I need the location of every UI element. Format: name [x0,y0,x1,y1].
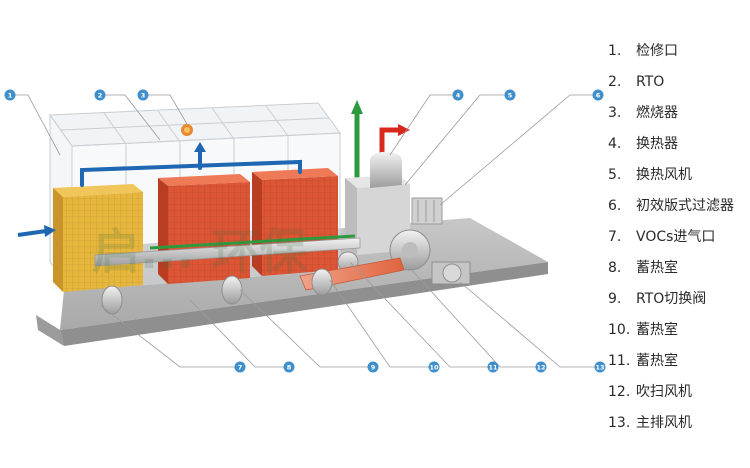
svg-text:4: 4 [456,91,461,99]
legend-item: 3. 燃烧器 [608,98,748,129]
svg-text:11: 11 [488,363,498,371]
legend-item: 4. 换热器 [608,129,748,160]
svg-text:7: 7 [238,363,243,371]
marker-2: 2 [94,89,106,101]
legend-label: 蓄热室 [636,322,678,338]
legend-label: 吹扫风机 [636,384,692,400]
legend-num: 9. [608,291,622,307]
legend-label: RTO [636,74,665,90]
legend-label: 换热风机 [636,167,692,183]
inflow-arrow-up [194,142,206,152]
svg-text:2: 2 [98,91,103,99]
svg-text:5: 5 [508,91,513,99]
legend-num: 2. [608,74,622,90]
marker-10: 10 [428,361,440,373]
inlet-arrow-icon [17,225,56,237]
legend-item: 5. 换热风机 [608,160,748,191]
legend-label: 初效版式过滤器 [636,198,734,214]
legend-item: 7. VOCs进气口 [608,222,748,253]
svg-text:13: 13 [595,363,604,371]
legend-num: 1. [608,43,622,59]
legend-label: VOCs进气口 [636,229,716,245]
legend-item: 6. 初效版式过滤器 [608,191,748,222]
legend-num: 3. [608,105,622,121]
legend-label: 蓄热室 [636,260,678,276]
watermark-text: 启... 环保 [92,224,308,280]
marker-4: 4 [452,89,464,101]
legend-label: 燃烧器 [636,105,678,121]
marker-1: 1 [4,89,16,101]
leader-lines [10,94,600,368]
legend-label: 检修口 [636,43,678,59]
legend-label: 主排风机 [636,415,692,431]
marker-7: 7 [234,361,246,373]
legend-item: 10. 蓄热室 [608,315,748,346]
legend-item: 8. 蓄热室 [608,253,748,284]
marker-11: 11 [487,361,499,373]
svg-text:3: 3 [141,91,146,99]
legend-num: 11. [608,353,631,369]
marker-8: 8 [283,361,295,373]
svg-text:1: 1 [8,91,13,99]
legend-num: 10. [608,322,631,338]
svg-text:8: 8 [287,363,292,371]
component-legend: 1. 检修口 2. RTO 3. 燃烧器 4. 换热器 5. 换热风机 6. 初效版式过滤器… [608,36,748,439]
svg-text:10: 10 [429,363,439,371]
legend-num: 12. [608,384,631,400]
chamber-yellow [53,184,143,292]
legend-num: 5. [608,167,622,183]
legend-num: 4. [608,136,622,152]
legend-label: 蓄热室 [636,353,678,369]
legend-num: 6. [608,198,622,214]
legend-item: 2. RTO [608,67,748,98]
duct-work [94,234,405,315]
inflow-pipe [80,148,302,187]
legend-item: 13. 主排风机 [608,408,748,439]
legend-num: 13. [608,415,631,431]
svg-text:6: 6 [596,91,601,99]
marker-5: 5 [504,89,516,101]
legend-item: 9. RTO切换阀 [608,284,748,315]
svg-text:12: 12 [536,363,545,371]
legend-label: RTO切换阀 [636,291,707,307]
stack-arrow-green [351,100,363,178]
legend-item: 12. 吹扫风机 [608,377,748,408]
marker-13: 13 [594,361,606,373]
svg-text:9: 9 [371,363,376,371]
marker-12: 12 [535,361,547,373]
legend-num: 7. [608,229,622,245]
legend-item: 1. 检修口 [608,36,748,67]
marker-9: 9 [367,361,379,373]
main-exhaust-fan [389,229,471,285]
burner-icon [181,124,193,136]
legend-item: 11. 蓄热室 [608,346,748,377]
marker-6: 6 [592,89,604,101]
legend-num: 8. [608,260,622,276]
legend-label: 换热器 [636,136,678,152]
marker-3: 3 [137,89,149,101]
